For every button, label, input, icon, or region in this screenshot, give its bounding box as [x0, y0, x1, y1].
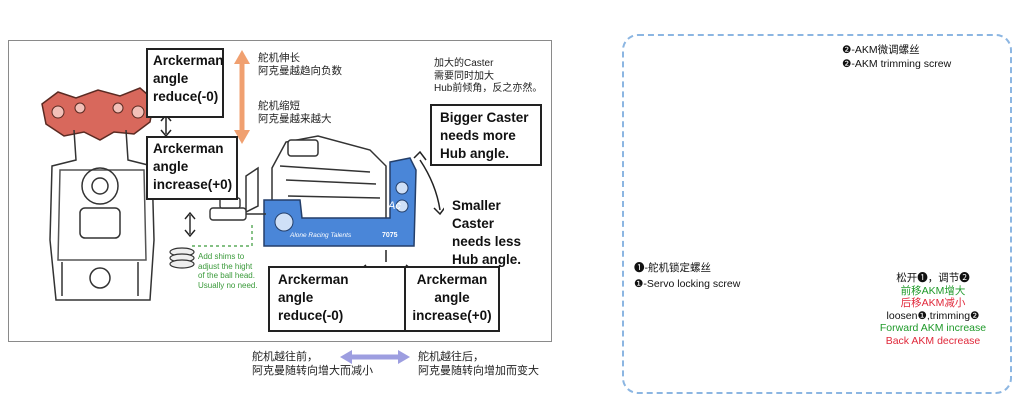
- box-line: reduce(-0): [153, 89, 219, 104]
- mount-code: 7075: [382, 232, 398, 239]
- box-line: Arckerman: [153, 141, 224, 156]
- note-line: 阿克曼越趋向负数: [258, 65, 342, 77]
- servo-mount-blue: [263, 157, 417, 247]
- box-line: reduce(-0): [278, 308, 344, 323]
- caster-note-cn: 加大的Caster 需要同时加大 Hub前倾角，反之亦然。: [434, 58, 542, 96]
- bigger-caster-box: Bigger Caster needs more Hub angle.: [430, 104, 542, 166]
- adjust-line: 松开❶，调节❷: [896, 272, 970, 284]
- ackerman-increase-bottom-box: Arckerman angle increase(+0): [404, 266, 500, 332]
- shim-guide-dashed: [192, 222, 253, 247]
- akm-screw-label-cn: ❷-AKM微调螺丝: [842, 44, 920, 56]
- caption-line: 阿克曼随转向增加而变大: [418, 365, 539, 377]
- box-line: needs more: [440, 128, 516, 143]
- chassis-top-view: [49, 129, 155, 301]
- note-line: 舵机缩短: [258, 100, 300, 112]
- ackerman-reduce-bottom-box: Arckerman angle reduce(-0): [268, 266, 412, 332]
- note-line: Hub前倾角，反之亦然。: [434, 83, 543, 94]
- box-line: angle: [278, 290, 314, 305]
- box-line: Hub angle.: [452, 252, 522, 267]
- note-line: of the ball head.: [198, 271, 255, 280]
- servo-shorten-note: 舵机缩短 阿克曼越来越大: [258, 100, 332, 126]
- note-line: 需要同时加大: [434, 70, 494, 82]
- caption-line: 舵机越往前，: [252, 351, 318, 363]
- akm-screw-label-en: ❷-AKM trimming screw: [842, 58, 952, 70]
- smaller-caster-box: Smaller Caster needs less Hub angle.: [444, 192, 544, 267]
- adjust-instructions: 松开❶，调节❷ 前移AKM增大 后移AKM减小 loosen❶,trimming…: [866, 272, 1000, 347]
- caption-line: 阿克曼随转向增大而减小: [252, 365, 373, 377]
- shim-note: Add shims to adjust the hight of the bal…: [198, 252, 258, 290]
- right-diagram-panel: [622, 34, 1012, 394]
- note-line: 阿克曼越来越大: [258, 113, 332, 125]
- caption-line: 舵机越往后，: [418, 351, 484, 363]
- box-line: Smaller Caster: [452, 198, 501, 231]
- orange-arrow-icon: [234, 50, 250, 144]
- double-arrow-left-icon: [160, 113, 172, 138]
- servo-screw-label-cn: ❶-舵机锁定螺丝: [634, 262, 711, 274]
- servo-extend-note: 舵机伸长 阿克曼越趋向负数: [258, 52, 342, 78]
- purple-arrow-icon: [340, 350, 410, 364]
- box-line: increase(+0): [153, 177, 233, 192]
- adjust-line: 后移AKM减小: [900, 297, 966, 309]
- note-line: 加大的Caster: [434, 58, 494, 69]
- box-line: needs less: [452, 234, 522, 249]
- adjust-line: Forward AKM increase: [879, 322, 987, 334]
- box-line: Bigger Caster: [440, 110, 529, 125]
- ball-head: [209, 197, 266, 221]
- box-line: angle: [153, 159, 189, 174]
- ackerman-increase-box: Arckerman angle increase(+0): [146, 136, 238, 200]
- note-line: Add shims to: [198, 252, 245, 261]
- box-line: increase(+0): [412, 308, 492, 323]
- mount-brand: Ac: [388, 200, 401, 212]
- box-line: Hub angle.: [440, 146, 510, 161]
- box-line: Arckerman: [153, 53, 224, 68]
- caption-backward: 舵机越往后， 阿克曼随转向增加而变大: [418, 350, 539, 378]
- steering-rack-red: [41, 87, 155, 141]
- double-arrow-ballhead-icon: [184, 211, 196, 238]
- servo-screw-label-en: ❶-Servo locking screw: [634, 278, 741, 290]
- note-line: adjust the hight: [198, 261, 253, 271]
- ackerman-reduce-box: Arckerman angle reduce(-0): [146, 48, 224, 118]
- box-line: angle: [153, 71, 189, 86]
- note-line: Usually no need.: [198, 280, 258, 290]
- shim-stack: [169, 247, 195, 269]
- caption-forward: 舵机越往前， 阿克曼随转向增大而减小: [252, 350, 373, 378]
- note-line: 舵机伸长: [258, 52, 300, 64]
- adjust-line: 前移AKM增大: [900, 284, 966, 297]
- adjust-line: Back AKM decrease: [885, 334, 981, 347]
- mount-engraving: Alone Racing Talents: [290, 232, 352, 239]
- adjust-line: loosen❶,trimming❷: [886, 309, 980, 322]
- box-line: angle: [434, 290, 470, 305]
- box-line: Arckerman: [416, 272, 488, 287]
- box-line: Arckerman: [278, 272, 349, 287]
